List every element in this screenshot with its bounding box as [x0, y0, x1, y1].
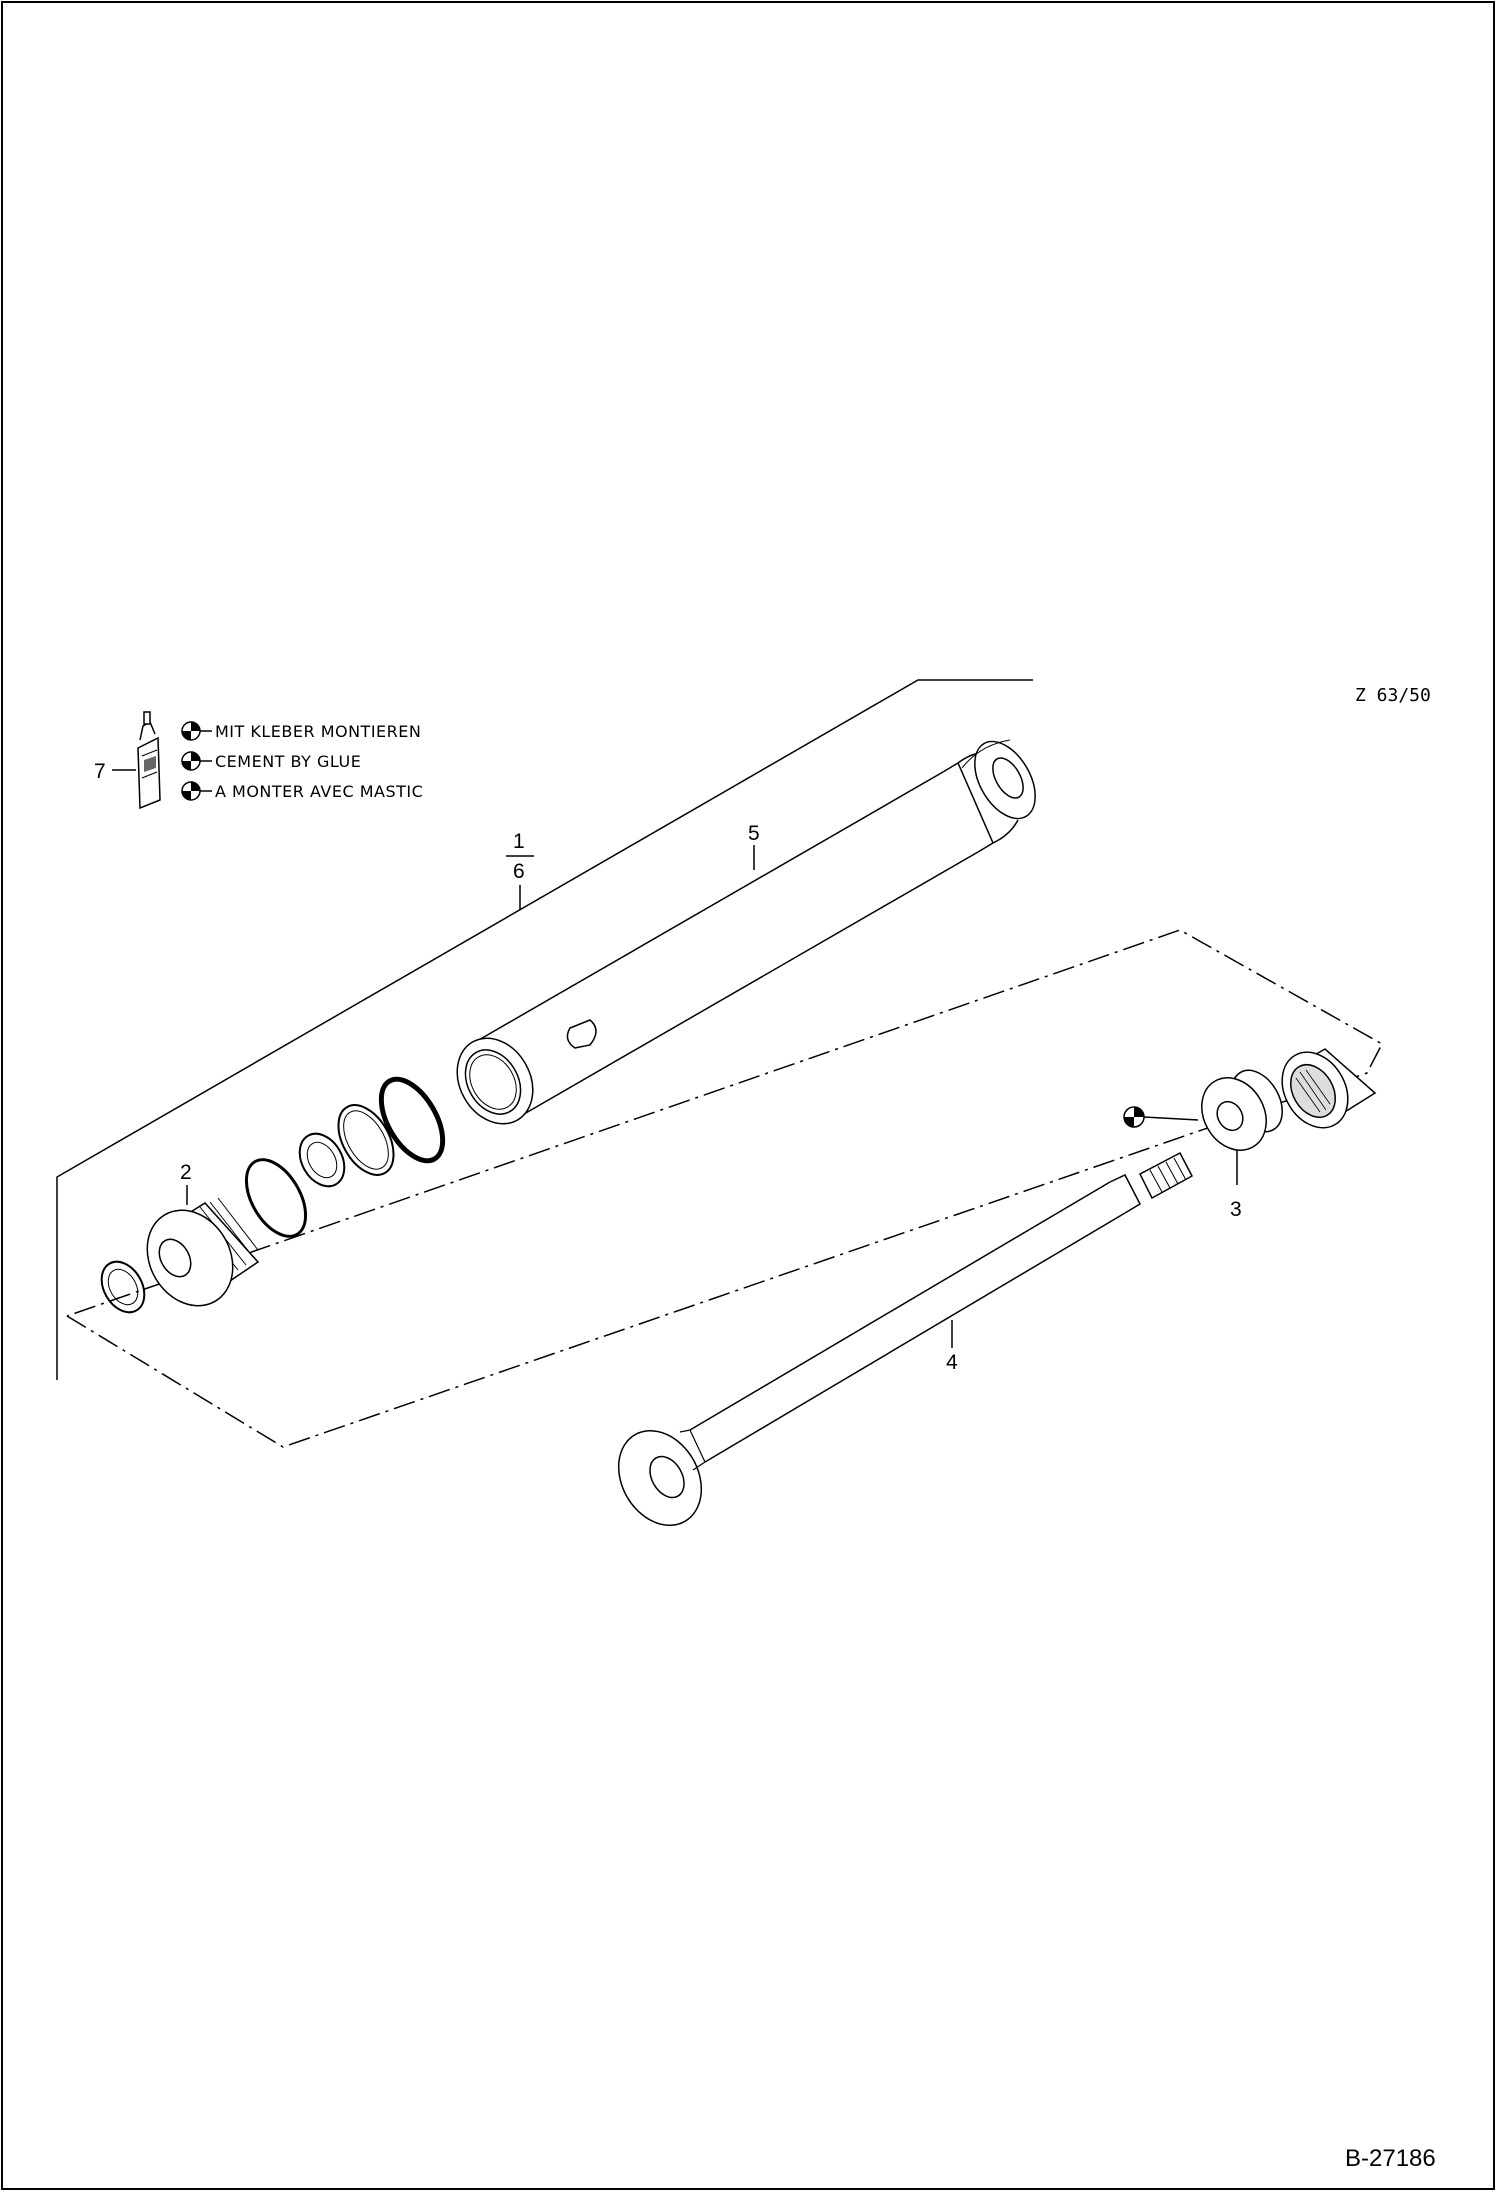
callout-2: 2 [180, 1161, 192, 1184]
o-ring-small [244, 1158, 308, 1238]
callout-4: 4 [946, 1351, 958, 1374]
callout-7: 7 [94, 760, 106, 783]
glue-symbol-icon [1123, 1106, 1199, 1128]
glue-note-fr: A MONTER AVEC MASTIC [215, 782, 423, 801]
piston [146, 1197, 260, 1307]
glue-tube-icon [137, 711, 161, 810]
callout-3: 3 [1230, 1198, 1242, 1221]
piston-rod [617, 1151, 1194, 1527]
callout-1: 1 [513, 830, 525, 853]
glue-symbol-icon [181, 751, 212, 771]
backup-ring [337, 1104, 395, 1176]
glue-note-en: CEMENT BY GLUE [215, 752, 361, 771]
glue-note-de: MIT KLEBER MONTIEREN [215, 722, 421, 741]
assembly-boundary [66, 929, 1383, 1448]
o-ring-large [378, 1076, 446, 1164]
guide-bushing [1201, 1069, 1283, 1151]
callout-5: 5 [748, 822, 760, 845]
drawing-reference: Z 63/50 [1355, 685, 1431, 706]
callout-6: 6 [513, 860, 525, 883]
glue-symbol-icon [181, 721, 212, 741]
document-number: B-27186 [1345, 2145, 1436, 2172]
wear-ring [298, 1132, 346, 1188]
set-bracket-line [56, 679, 1033, 1380]
glue-symbol-icon [181, 781, 212, 801]
cylinder-tube [456, 739, 1036, 1125]
wiper-ring [100, 1260, 146, 1314]
rod-nut [1281, 1048, 1377, 1129]
